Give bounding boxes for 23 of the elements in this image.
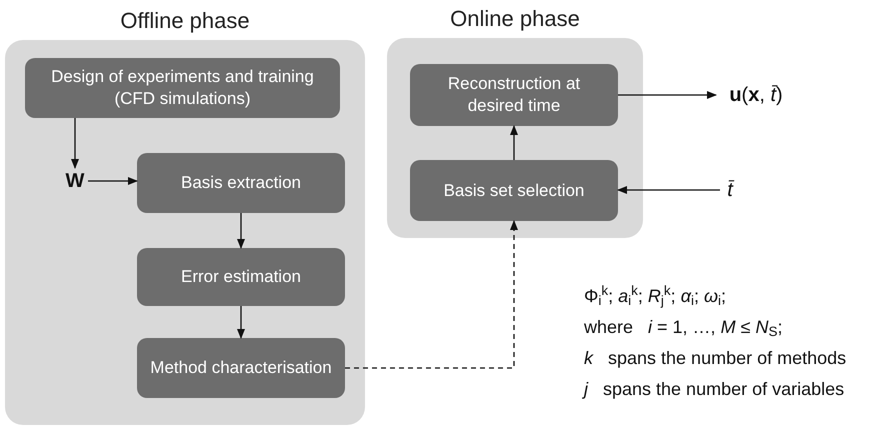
annotation-line: j spans the number of variables — [584, 378, 846, 401]
dashed-arrow — [345, 220, 518, 369]
arrow — [71, 118, 79, 169]
process-box: Basis set selection — [410, 160, 618, 221]
process-box: Error estimation — [137, 248, 345, 306]
phase-heading: Online phase — [449, 5, 581, 33]
process-box: Reconstruction at desired time — [410, 64, 618, 126]
arrow — [617, 186, 720, 194]
annotation-line: where i = 1, …, M ≤ N$_{S}$; — [584, 316, 784, 341]
arrow — [237, 213, 245, 249]
process-box: Basis extraction — [137, 153, 345, 213]
variable-label: u(x, t̄) — [716, 80, 796, 110]
phase-heading: Offline phase — [119, 7, 251, 35]
annotation-line: k spans the number of methods — [584, 347, 848, 370]
arrow — [88, 177, 138, 185]
arrow — [510, 125, 518, 160]
variable-label: W — [62, 168, 88, 194]
annotation-line: Φ$_{i}$$^{k}$; a$_{i}$$^{k}$; R$_{j}$$^{k}$; α$_{i}$; ω$_{i}$; — [584, 282, 728, 310]
process-box: Design of experiments and training (CFD simulations) — [25, 58, 340, 118]
arrow — [237, 306, 245, 339]
variable-label: t̄ — [720, 176, 740, 204]
process-box: Method characterisation — [137, 338, 345, 398]
arrow — [618, 91, 717, 99]
